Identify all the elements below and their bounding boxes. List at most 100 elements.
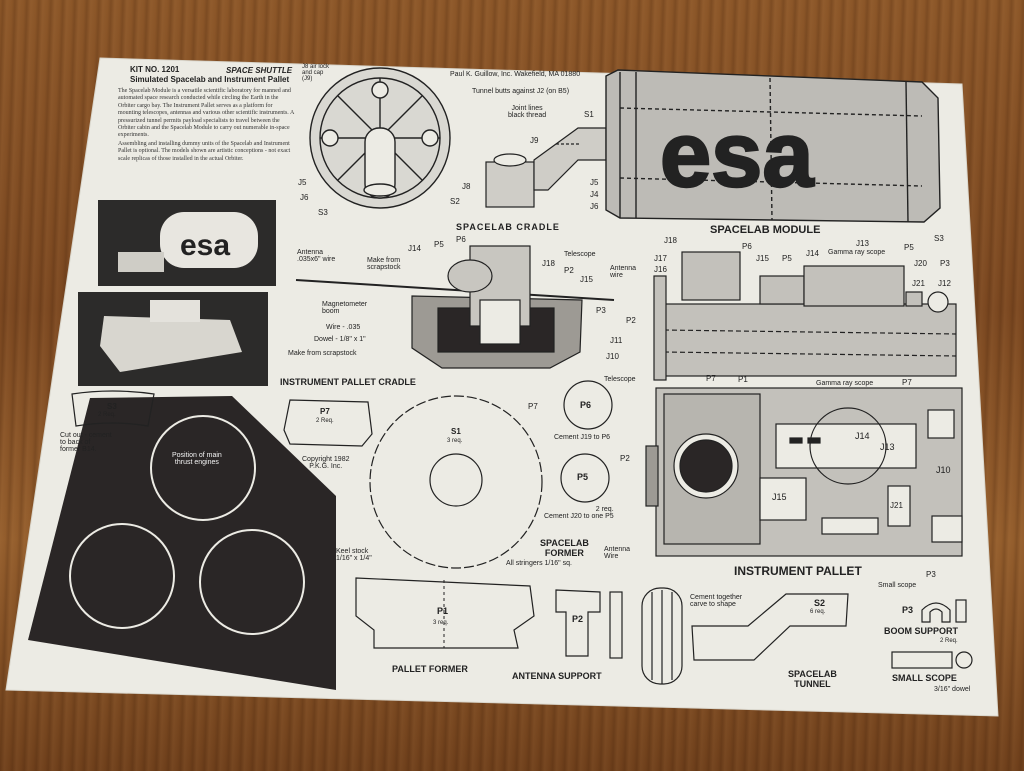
callout-j9: J9 [530,136,539,145]
callout-j13-side: J13 [856,239,869,248]
part-p2-strip [609,591,623,659]
note-dowel: Dowel - 1/8" x 1" [314,336,366,343]
note-gamma-ray-side: Gamma ray scope [828,249,886,256]
note-telescope-pallet: Telescope [604,376,636,383]
esa-logo-module: esa [660,104,814,206]
note-cement-j19: Cement J19 to P6 [554,434,611,441]
callout-j5-module: J5 [590,178,599,187]
note-cement-j20: 2 req. Cement J20 to one P5 [544,506,614,520]
callout-s1: S1 [584,110,594,119]
callout-j10-top: J10 [936,465,951,475]
note-joint-lines: Joint lines black thread [508,105,547,119]
callout-j18-cradle: J18 [542,259,555,268]
description-paragraph-1: The Spacelab Module is a versatile scien… [118,88,294,139]
callout-j20: J20 [914,259,927,268]
note-wire-035: Wire - .035 [326,324,361,331]
callout-p5-cradle: P5 [434,240,444,249]
note-small-scope: Small scope [878,582,917,589]
title-spacelab-cradle: SPACELAB CRADLE [456,222,560,232]
callout-j14-side: J14 [806,249,819,258]
small-scope-note: 3/16" dowel [934,686,971,693]
photo-instrument-pallet [78,292,268,386]
title-boom-support: BOOM SUPPORT [884,626,959,636]
callout-j10-side: J10 [606,352,619,361]
note-keel-stock: Keel stock 1/16" x 1/4" [336,548,372,562]
boom-support-part [891,599,973,669]
callout-j16: J16 [654,265,667,274]
callout-j8: J8 [462,182,471,191]
callout-j6-module: J6 [590,202,599,211]
part-p7-shape [283,399,373,447]
callout-j14-top: J14 [855,431,870,441]
description-paragraph-2: Assembling and installing dummy units of… [118,140,291,162]
title-instrument-pallet: INSTRUMENT PALLET [734,564,862,578]
part-p5-label: P5 [577,472,589,482]
callout-j18-side: J18 [664,236,677,245]
note-all-stringers: All stringers 1/16" sq. [506,560,572,567]
part-p5-disc [560,453,610,503]
copyright: Copyright 1982 P.K.G. Inc. [302,456,350,470]
callout-j15-side: J15 [756,254,769,263]
part-s3-shape [71,390,155,427]
callout-p2-cradle: P2 [564,266,574,275]
kit-title: SPACE SHUTTLE [226,66,293,75]
part-p6-label: P6 [580,400,592,410]
callout-j21-side: J21 [912,279,925,288]
callout-j15-cradle: J15 [580,275,593,284]
callout-j6: J6 [300,193,309,202]
esa-logo-photo: esa [180,229,230,262]
publisher-line: Paul K. Guillow, Inc. Wakefield, MA 0188… [450,71,581,78]
part-p1-label: P1 [437,606,449,616]
callout-s2: S2 [450,197,460,206]
part-s2-label: S2 [814,598,826,608]
note-antenna-wire: Antenna .035x6" wire [297,249,336,263]
callout-j15-top: J15 [772,492,787,502]
kit-subtitle: Simulated Spacelab and Instrument Pallet [130,75,290,84]
note-cement-together: Cement together carve to shape [690,594,743,608]
note-make-from-scrapstock-1: Make from scrapstock [367,257,401,271]
callout-j21-top: J21 [890,501,903,510]
callout-p7-side: P7 [706,374,716,383]
spacelab-former-s1 [369,395,543,569]
note-j8-air-lock: J8 air lock and cap (J9) [302,64,330,82]
callout-p3-side: P3 [940,259,950,268]
spacelab-cradle-drawing [309,67,451,209]
title-small-scope: SMALL SCOPE [892,673,957,683]
callout-p7-cradle: P7 [528,402,538,411]
callout-j17: J17 [654,254,667,263]
callout-j13-top: J13 [880,442,895,452]
part-p2-label: P2 [572,614,584,624]
tunnel-parts [641,587,849,685]
part-s3-req: 2 Req. [98,412,116,418]
callout-p5-side: P5 [782,254,792,263]
callout-p6-cradle: P6 [456,235,466,244]
callout-p3-cradle: P3 [596,306,606,315]
note-s3-cut-out: Cut out - cement to back of former B14. [60,432,112,453]
note-make-from-scrapstock-2: Make from scrapstock [288,350,357,357]
title-instrument-pallet-cradle: INSTRUMENT PALLET CRADLE [280,377,416,387]
callout-p3-top: P3 [926,570,936,579]
kit-number: KIT NO. 1201 [130,65,180,74]
part-s2-req: 6 req. [810,609,826,615]
note-magnetometer-boom: Magnetometer boom [322,301,368,315]
part-p7-label: P7 [320,407,330,416]
callout-p1-side: P1 [738,375,748,384]
callout-j11: J11 [610,336,623,345]
note-antenna-wire-top: Antenna Wire [604,546,631,560]
part-p2-shape [555,589,601,657]
part-s3-label: S3 [107,402,117,411]
part-p7-req: 2 Req. [316,418,334,424]
instrument-pallet-cradle-drawing [295,245,615,369]
title-spacelab-tunnel: SPACELAB TUNNEL [788,669,837,689]
callout-p2-side: P2 [626,316,636,325]
instrument-pallet-top-drawing [645,387,963,557]
part-p1-shape [355,577,535,649]
callout-s3-module: S3 [934,234,944,243]
note-thrust-engines: Position of main thrust engines [172,452,222,466]
title-spacelab-module: SPACELAB MODULE [710,224,821,236]
part-s1-req: 3 req. [447,438,463,444]
photo-spacelab-module [98,200,276,286]
spacelab-module-drawing [605,69,941,223]
title-pallet-former: PALLET FORMER [392,664,468,674]
